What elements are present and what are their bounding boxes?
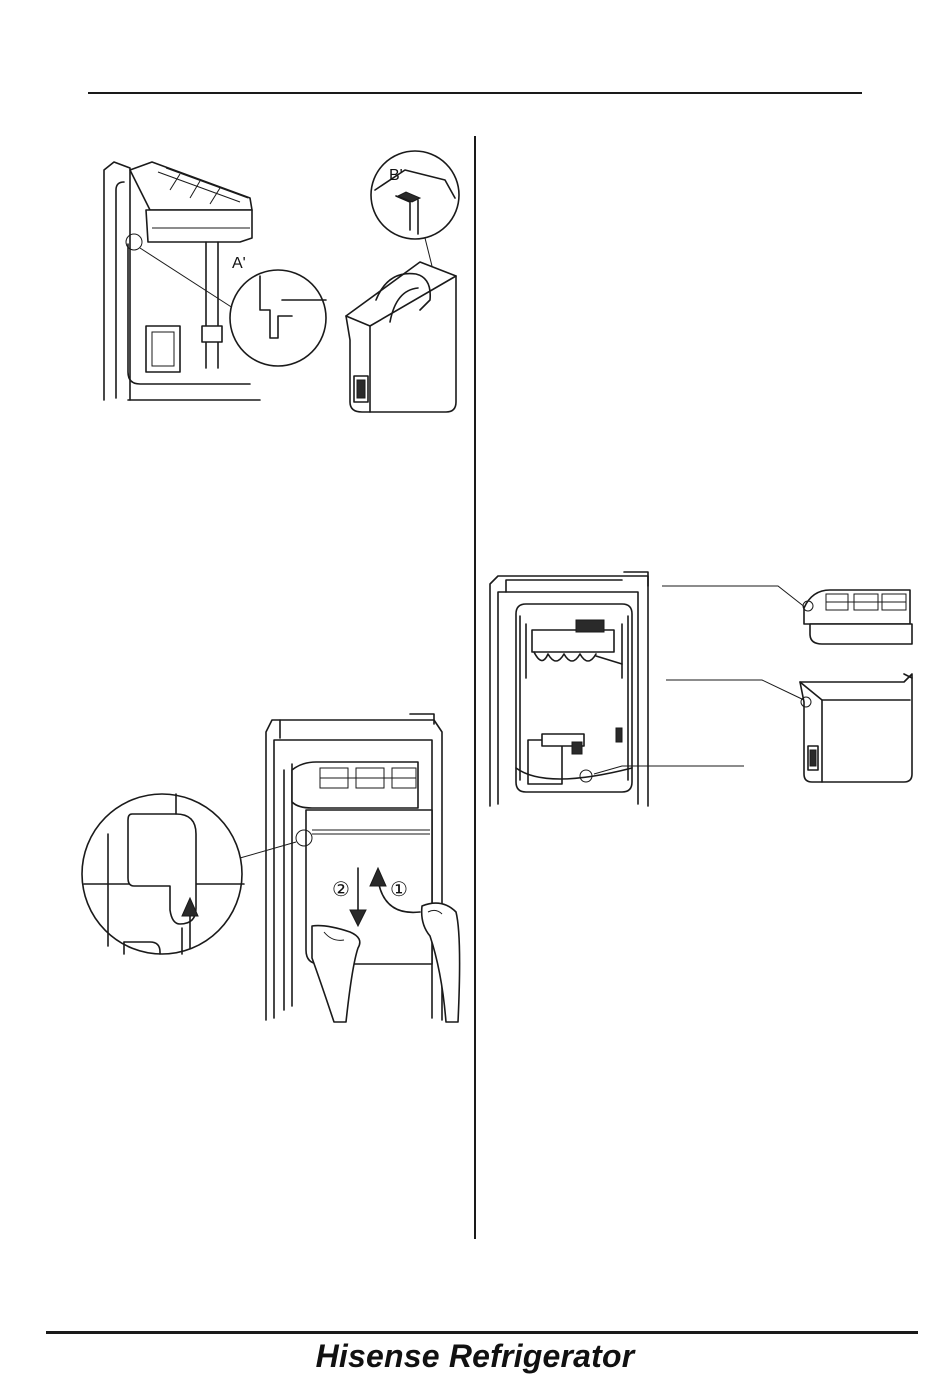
label-a-prime: A' <box>232 255 246 272</box>
header-rule <box>88 92 862 94</box>
label-step-one: ① <box>390 879 408 901</box>
figure-cover-removal: A' B' <box>100 150 470 420</box>
label-step-two: ② <box>332 879 350 901</box>
column-divider <box>474 136 476 1239</box>
footer-rule <box>46 1331 918 1334</box>
brand-footer: Hisense Refrigerator <box>0 1338 950 1375</box>
figure-components <box>486 568 942 812</box>
figure-cover-install: ② ① <box>80 710 450 1022</box>
label-b-prime: B' <box>389 167 403 184</box>
